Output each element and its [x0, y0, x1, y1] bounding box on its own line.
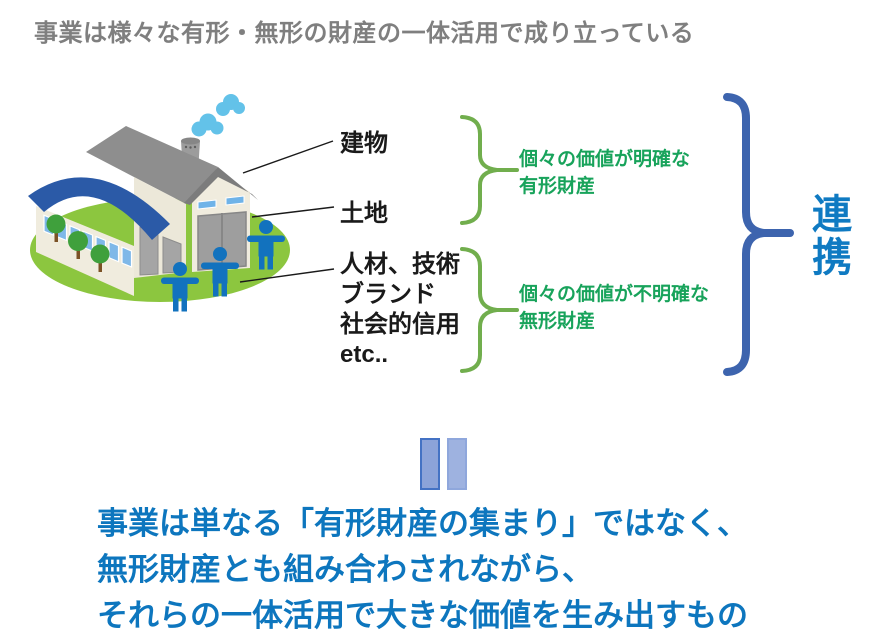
intangible-brace	[460, 247, 519, 373]
conclusion-line3: それらの一体活用で大きな価値を生み出すもの	[97, 598, 748, 633]
note-intangible-line2: 無形財産	[519, 311, 596, 332]
blue-roof	[28, 177, 170, 240]
link-brace	[723, 93, 794, 376]
note-tangible-line1: 個々の価値が明確な	[519, 149, 691, 170]
label-intangible-line: ブランド	[340, 281, 436, 308]
factory-building-right	[86, 126, 258, 278]
trees	[46, 214, 110, 272]
label-intangible-line: 社会的信用	[340, 311, 460, 338]
gray-roof-slope	[86, 126, 218, 204]
conclusion-line2: 無形財産とも組み合わされながら、	[97, 552, 593, 587]
factory-illustration	[28, 94, 290, 312]
equals-icon	[420, 438, 467, 490]
label-building: 建物	[340, 130, 388, 157]
smoke-icon	[191, 94, 245, 137]
label-intangible-list: 人材、技術 ブランド 社会的信用 etc..	[340, 250, 460, 370]
note-intangible-line1: 個々の価値が不明確な	[519, 284, 710, 305]
tangible-brace	[460, 115, 519, 225]
label-intangible-line: etc..	[340, 341, 389, 368]
note-tangible-assets: 個々の価値が明確な 有形財産	[519, 146, 690, 200]
note-tangible-line2: 有形財産	[519, 176, 596, 197]
connector-lines	[239, 140, 335, 283]
conclusion-line1: 事業は単なる「有形財産の集まり」ではなく、	[97, 506, 748, 541]
gray-roof-front-band	[184, 167, 258, 205]
label-intangible-line: 人材、技術	[340, 251, 460, 278]
label-land: 土地	[340, 200, 388, 227]
page-title: 事業は様々な有形・無形の財産の一体活用で成り立っている	[34, 20, 695, 47]
note-intangible-assets: 個々の価値が不明確な 無形財産	[519, 281, 709, 335]
link-label: 連携	[812, 193, 852, 280]
